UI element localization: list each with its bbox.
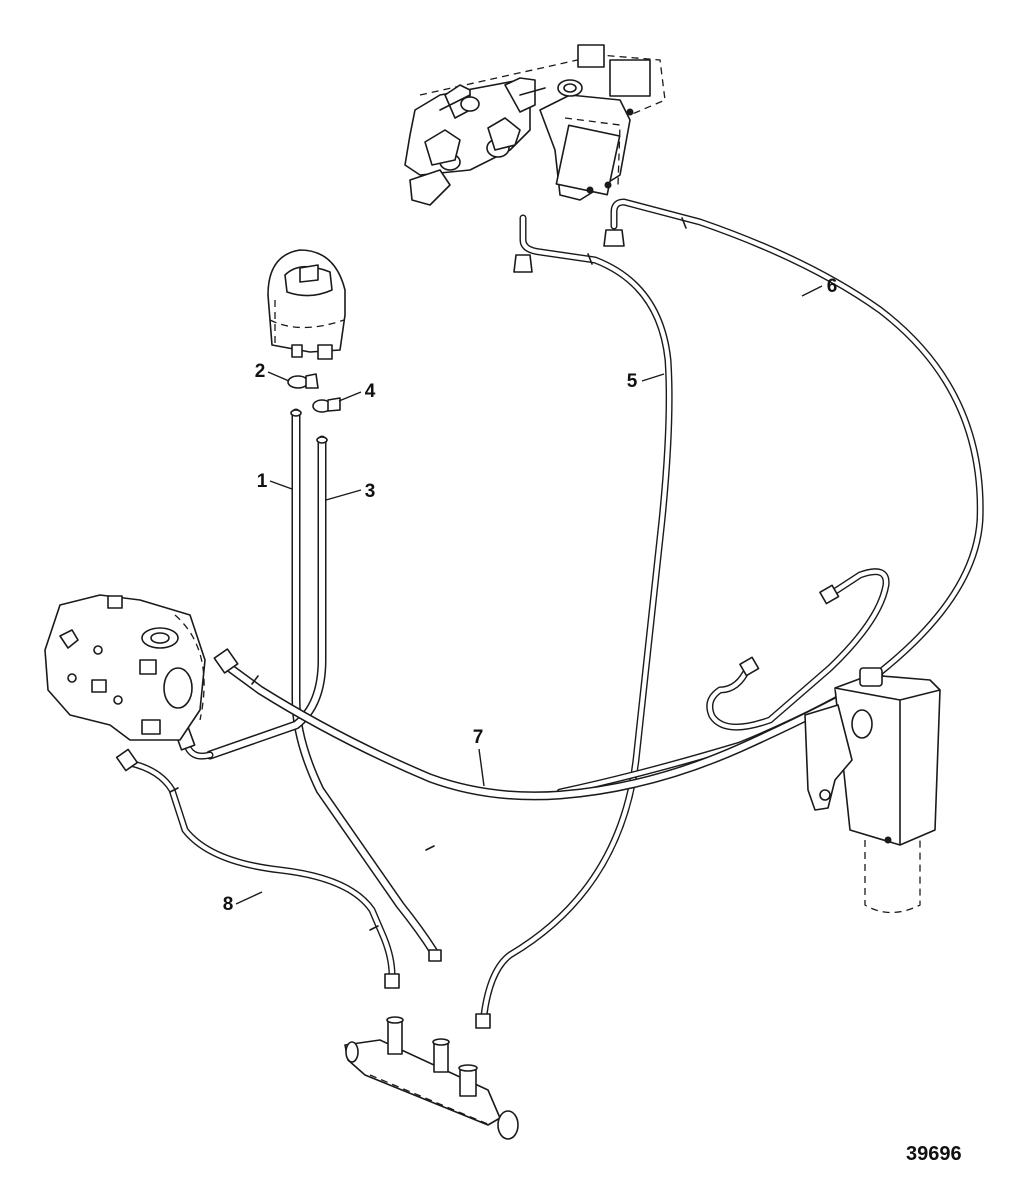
cooler-port-2 xyxy=(433,1041,449,1073)
cooler-port-1 xyxy=(387,1019,403,1055)
hose-5 xyxy=(475,214,673,1029)
loop-tube xyxy=(706,568,890,731)
callout-4-label: 4 xyxy=(365,381,376,402)
fluid-reservoir xyxy=(267,249,346,360)
reservoir-outlet xyxy=(317,344,333,360)
hose-3 xyxy=(205,435,328,760)
callout-6: 6 xyxy=(801,276,838,297)
hose-5-bottom-fitting xyxy=(475,1013,491,1029)
callout-5-label: 5 xyxy=(627,371,638,392)
callout-7-label: 7 xyxy=(473,727,484,748)
loop-tube-fitting-a xyxy=(739,656,760,677)
pump-assembly xyxy=(44,594,206,741)
callout-5: 5 xyxy=(627,371,665,392)
hose-7-fitting xyxy=(213,648,239,674)
hose-6-top-fitting xyxy=(603,229,625,247)
callout-8-label: 8 xyxy=(223,894,234,915)
sensor-block xyxy=(577,44,605,68)
callout-3-label: 3 xyxy=(365,481,376,502)
hose-5-top-fitting xyxy=(513,254,533,273)
hose-8-bottom-fitting xyxy=(384,973,400,989)
control-module-plate xyxy=(555,124,621,196)
hose-group xyxy=(115,198,984,1029)
callout-1: 1 xyxy=(257,471,293,492)
loop-tube-fitting-b xyxy=(819,584,840,605)
hose-8 xyxy=(115,748,400,989)
callout-8: 8 xyxy=(223,891,263,915)
hose-8-top-fitting xyxy=(115,748,139,772)
steering-actuator-block xyxy=(804,667,941,914)
callout-2: 2 xyxy=(255,361,290,382)
control-valve-assembly xyxy=(404,44,666,206)
hose-clamp-2 xyxy=(287,373,319,389)
cooler-fitting-block xyxy=(344,1016,519,1140)
callout-2-label: 2 xyxy=(255,361,266,382)
callout-4: 4 xyxy=(338,381,376,402)
callout-3: 3 xyxy=(325,481,376,502)
callout-7: 7 xyxy=(473,727,485,787)
figure-id: 39696 xyxy=(906,1143,962,1165)
callout-6-label: 6 xyxy=(827,276,838,297)
callout-1-label: 1 xyxy=(257,471,268,492)
cooler-port-3 xyxy=(459,1067,477,1097)
hose-7 xyxy=(213,648,885,801)
hose-clamp-4 xyxy=(312,397,341,413)
hose-1-fitting xyxy=(428,949,442,962)
